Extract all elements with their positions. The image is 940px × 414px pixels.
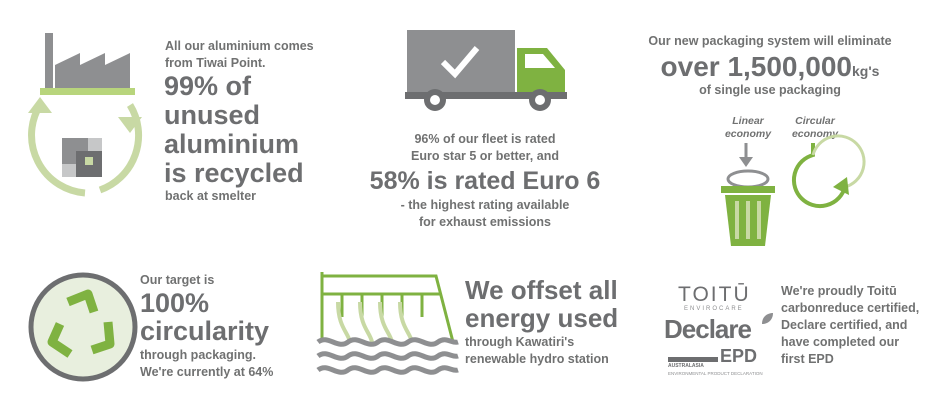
toitu-logo-sub: ENVIROCARE (684, 306, 744, 312)
energy-line: renewable hydro station (465, 352, 609, 366)
packaging-headline: over 1,500,000kg's (640, 51, 900, 83)
circularity-headline-line: circularity (140, 316, 270, 346)
packaging-amount: over 1,500,000 (660, 51, 853, 82)
circular-line: economy (791, 128, 839, 140)
circularity-footer: through packaging. We're currently at 64… (140, 347, 273, 381)
energy-headline-line: We offset all (465, 275, 618, 305)
packaging-unit: kg's (852, 63, 880, 79)
energy-footer: through Kawatiri's renewable hydro stati… (465, 334, 609, 368)
aluminium-headline-line: 99% of (164, 71, 252, 101)
linear-economy-label: Linear economy (718, 115, 778, 141)
certs-line: first EPD (781, 352, 834, 366)
circular-line: Circular (795, 115, 835, 127)
aluminium-headline: 99% of unused aluminium is recycled (164, 72, 364, 188)
fleet-line: Euro star 5 or better, and (411, 149, 559, 163)
epd-text: EPD (720, 346, 758, 366)
fleet-headline: 58% is rated Euro 6 (369, 167, 601, 195)
declare-logo: Declare (664, 314, 752, 344)
fleet-line: - the highest rating available (400, 198, 570, 212)
circularity-line: through packaging. (140, 348, 256, 362)
aluminium-footer: back at smelter (165, 189, 257, 203)
fleet-text: 96% of our fleet is rated Euro star 5 or… (355, 131, 615, 165)
energy-line: through Kawatiri's (465, 335, 575, 349)
circularity-intro: Our target is (140, 273, 215, 287)
certs-line: Declare certified, and (781, 318, 908, 332)
circularity-headline-line: 100% (140, 288, 210, 318)
circular-economy-icon (791, 134, 866, 209)
certs-line: We're proudly Toitū (781, 284, 897, 298)
epd-bar (668, 357, 718, 362)
leaf-icon (762, 313, 773, 324)
linear-line: Linear (732, 115, 764, 127)
certs-line: have completed our (781, 335, 900, 349)
circularity-headline: 100% circularity (140, 289, 269, 345)
fleet-line: 96% of our fleet is rated (414, 132, 556, 146)
truck-icon (405, 30, 567, 111)
certs-line: carbonreduce certified, (781, 301, 920, 315)
packaging-line1: Our new packaging system will eliminate (648, 34, 892, 48)
toitu-logo: TOITŪ (678, 283, 751, 306)
packaging-line2: of single use packaging (699, 83, 841, 97)
certs-text: We're proudly Toitū carbonreduce certifi… (781, 283, 936, 368)
fleet-footer: - the highest rating available for exhau… (355, 197, 615, 231)
factory-recycle-icon (28, 33, 143, 197)
aluminium-headline-line: unused (164, 100, 261, 130)
trash-bin-icon (721, 143, 775, 246)
circularity-line: We're currently at 64% (140, 365, 274, 379)
aluminium-headline-line: aluminium (164, 129, 300, 159)
epd-sub-text: ENVIRONMENTAL PRODUCT DECLARATION (668, 371, 763, 376)
epd-small-text: AUSTRALASIA (668, 363, 704, 369)
hydro-dam-icon (316, 272, 459, 375)
recycle-icon (28, 272, 138, 382)
energy-headline-line: energy used (465, 303, 619, 333)
energy-headline: We offset all energy used (465, 276, 618, 332)
aluminium-headline-line: is recycled (164, 158, 304, 188)
epd-logo: AUSTRALASIA EPD ENVIRONMENTAL PRODUCT DE… (668, 346, 763, 376)
aluminium-intro: All our aluminium comes from Tiwai Point… (165, 39, 314, 70)
linear-line: economy (724, 128, 772, 140)
fleet-line: for exhaust emissions (419, 215, 551, 229)
